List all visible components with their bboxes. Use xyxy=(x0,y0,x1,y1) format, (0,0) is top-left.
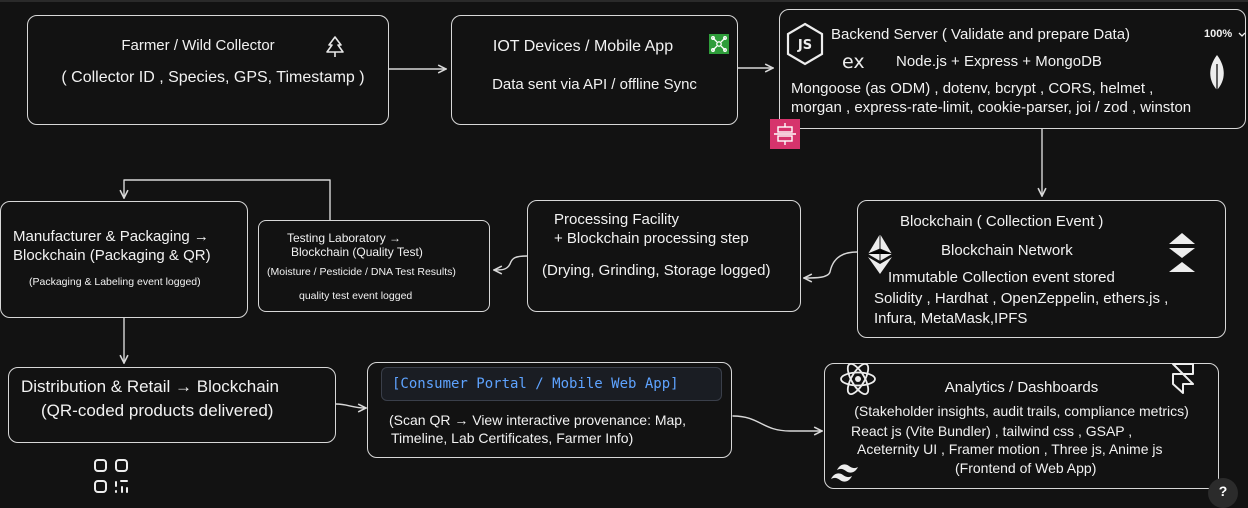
backend-libs-line2: morgan , express-rate-limit, cookie-pars… xyxy=(791,99,1192,116)
testing-line4: quality test event logged xyxy=(299,290,413,302)
testing-line1: Testing Laboratory → xyxy=(287,231,402,245)
distribution-node[interactable] xyxy=(8,367,336,443)
blockchain-tools-line2: Infura, MetaMask,IPFS xyxy=(874,310,1028,327)
farmer-title: Farmer / Wild Collector xyxy=(121,37,275,54)
manufacturer-line3: (Packaging & Labeling event logged) xyxy=(29,276,201,288)
processing-line3: (Drying, Grinding, Storage logged) xyxy=(542,262,771,279)
svg-text:ex: ex xyxy=(842,52,865,72)
qr-code-icon xyxy=(94,459,128,493)
blockchain-network: Blockchain Network xyxy=(941,242,1073,259)
analytics-title: Analytics / Dashboards xyxy=(944,379,1099,396)
portal-line1: (Scan QR → View interactive provenance: … xyxy=(389,412,686,428)
arrow-testing-to-manufacturer xyxy=(124,179,331,221)
portal-line2: Timeline, Lab Certificates, Farmer Info) xyxy=(391,430,634,446)
iot-title: IOT Devices / Mobile App xyxy=(492,38,674,55)
manufacturer-line1: Manufacturer & Packaging → xyxy=(13,228,209,245)
help-button[interactable]: ? xyxy=(1208,478,1238,508)
distribution-line2: (QR-coded products delivered) xyxy=(41,401,274,420)
backend-libs-line1: Mongoose (as ODM) , dotenv, bcrypt , COR… xyxy=(791,80,1154,97)
manufacturer-line2: Blockchain (Packaging & QR) xyxy=(13,247,211,264)
iot-icon xyxy=(709,34,729,54)
chevron-down-icon[interactable] xyxy=(1238,31,1246,39)
processing-node[interactable] xyxy=(527,200,801,312)
mongodb-leaf-icon xyxy=(1210,55,1224,95)
blockchain-stored: Immutable Collection event stored xyxy=(888,269,1115,286)
blockchain-title: Blockchain ( Collection Event ) xyxy=(900,213,1104,230)
backend-stack: Node.js + Express + MongoDB xyxy=(896,53,1102,70)
svg-text:JS: JS xyxy=(797,38,812,53)
openzeppelin-icon xyxy=(1169,233,1195,272)
testing-line3: (Moisture / Pesticide / DNA Test Results… xyxy=(267,266,456,278)
manufacturer-node[interactable] xyxy=(0,201,248,318)
react-icon xyxy=(840,363,876,395)
farmer-node[interactable] xyxy=(27,15,389,125)
farmer-detail: ( Collector ID , Species, GPS, Timestamp… xyxy=(61,69,365,86)
arrow-processing-to-testing xyxy=(494,255,528,270)
analytics-line4: (Frontend of Web App) xyxy=(955,460,1097,476)
nodejs-icon: JS xyxy=(786,22,824,66)
api-gateway-icon xyxy=(770,119,800,149)
express-icon: ex xyxy=(842,52,865,72)
analytics-line3: Aceternity UI , Framer motion , Three js… xyxy=(857,441,1163,457)
iot-detail: Data sent via API / offline Sync xyxy=(492,76,697,93)
processing-line1: Processing Facility xyxy=(554,211,680,228)
tree-icon xyxy=(326,36,344,57)
ethereum-icon xyxy=(867,234,893,274)
processing-line2: + Blockchain processing step xyxy=(554,230,749,247)
portal-title-bar: [Consumer Portal / Mobile Web App] xyxy=(381,367,722,401)
arrow-distribution-to-portal xyxy=(335,403,366,408)
analytics-node[interactable] xyxy=(824,363,1219,489)
portal-title: [Consumer Portal / Mobile Web App] xyxy=(392,376,679,392)
analytics-line2: React js (Vite Bundler) , tailwind css ,… xyxy=(851,423,1133,439)
zoom-level[interactable]: 100% xyxy=(1204,28,1233,40)
canvas-top-border xyxy=(0,0,1248,2)
testing-node[interactable] xyxy=(258,220,490,312)
testing-line2: Blockchain (Quality Test) xyxy=(291,245,423,259)
backend-node[interactable] xyxy=(779,9,1246,129)
blockchain-tools-line1: Solidity , Hardhat , OpenZeppelin, ether… xyxy=(874,290,1169,307)
arrow-blockchain-to-processing xyxy=(804,251,858,278)
framer-icon xyxy=(1172,363,1194,394)
iot-node[interactable] xyxy=(451,15,738,125)
distribution-line1: Distribution & Retail → Blockchain xyxy=(21,377,279,396)
blockchain-node[interactable] xyxy=(857,200,1226,338)
arrow-portal-to-analytics xyxy=(732,415,822,431)
tailwind-icon xyxy=(831,464,858,482)
backend-title: Backend Server ( Validate and prepare Da… xyxy=(831,26,1131,43)
analytics-line1: (Stakeholder insights, audit trails, com… xyxy=(854,403,1189,419)
